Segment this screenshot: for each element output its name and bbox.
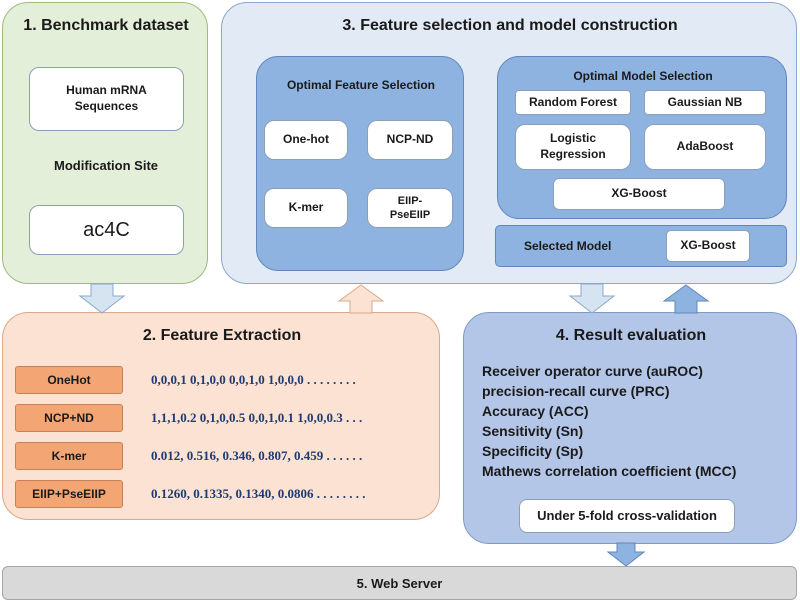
site-box: ac4C (29, 205, 184, 255)
arrow-up-evaluation-to-selection-icon (662, 284, 710, 314)
sequences-box: Human mRNA Sequences (29, 67, 184, 131)
arrow-up-extraction-to-selection-icon (337, 284, 385, 314)
arrow-down-benchmark-to-extraction-icon (78, 283, 126, 314)
result-evaluation-panel: 4. Result evaluation Receiver operator c… (463, 312, 797, 544)
encoding-ncp-nd-label: NCP+ND (15, 404, 123, 432)
feature-selection-panel: 3. Feature selection and model construct… (221, 2, 797, 284)
result-evaluation-title: 4. Result evaluation (555, 327, 707, 344)
selected-model-label: Selected Model (524, 239, 612, 253)
encoding-eiip-pseeiip-label: EIIP+PseEIIP (15, 480, 123, 508)
web-server-bar: 5. Web Server (2, 566, 797, 600)
model-adaboost: AdaBoost (644, 124, 766, 170)
validation-box: Under 5-fold cross-validation (519, 499, 735, 533)
metric-sp: Specificity (Sp) (482, 443, 584, 459)
model-gaussian-nb: Gaussian NB (644, 90, 766, 115)
metric-sn: Sensitivity (Sn) (482, 423, 584, 439)
benchmark-panel: 1. Benchmark dataset Human mRNA Sequence… (2, 2, 208, 284)
encoding-eiip-pseeiip-vector: 0.1260, 0.1335, 0.1340, 0.0806 . . . . .… (151, 486, 366, 501)
optimal-feature-title: Optimal Feature Selection (286, 78, 436, 92)
feature-one-hot: One-hot (264, 120, 348, 160)
optimal-feature-selection-panel: Optimal Feature Selection One-hot NCP-ND… (256, 56, 464, 271)
metric-auroc: Receiver operator curve (auROC) (482, 363, 703, 379)
encoding-ncp-nd-vector: 1,1,1,0.2 0,1,0,0.5 0,0,1,0.1 1,0,0,0.3 … (151, 410, 363, 425)
feature-extraction-title: 2. Feature Extraction (142, 327, 302, 344)
optimal-model-selection-panel: Optimal Model Selection Random Forest Ga… (497, 56, 787, 219)
feature-eiip-pseeiip: EIIP- PseEIIP (367, 188, 453, 228)
encoding-onehot-vector: 0,0,0,1 0,1,0,0 0,0,1,0 1,0,0,0 . . . . … (151, 372, 356, 387)
metrics-list: Receiver operator curve (auROC) precisio… (482, 361, 736, 481)
metric-prc: precision-recall curve (PRC) (482, 383, 670, 399)
modification-site-label: Modification Site (54, 158, 158, 173)
feature-k-mer: K-mer (264, 188, 348, 228)
optimal-model-title: Optimal Model Selection (573, 69, 713, 83)
feature-selection-title: 3. Feature selection and model construct… (342, 17, 678, 34)
metric-acc: Accuracy (ACC) (482, 403, 589, 419)
arrow-down-selection-to-evaluation-icon (568, 283, 616, 314)
encoding-k-mer-vector: 0.012, 0.516, 0.346, 0.807, 0.459 . . . … (151, 448, 363, 463)
arrow-down-evaluation-to-server-icon (606, 542, 646, 567)
metric-mcc: Mathews correlation coefficient (MCC) (482, 463, 737, 479)
model-random-forest: Random Forest (515, 90, 631, 115)
benchmark-title: 1. Benchmark dataset (23, 17, 189, 34)
encoding-k-mer-label: K-mer (15, 442, 123, 470)
selected-model-panel: Selected Model XG-Boost (495, 225, 787, 267)
web-server-label: 5. Web Server (356, 575, 443, 591)
encoding-onehot-label: OneHot (15, 366, 123, 394)
feature-ncp-nd: NCP-ND (367, 120, 453, 160)
selected-model-value: XG-Boost (666, 230, 750, 262)
model-logistic-regression: Logistic Regression (515, 124, 631, 170)
feature-extraction-panel: 2. Feature Extraction OneHot 0,0,0,1 0,1… (2, 312, 440, 520)
model-xg-boost: XG-Boost (553, 178, 725, 210)
